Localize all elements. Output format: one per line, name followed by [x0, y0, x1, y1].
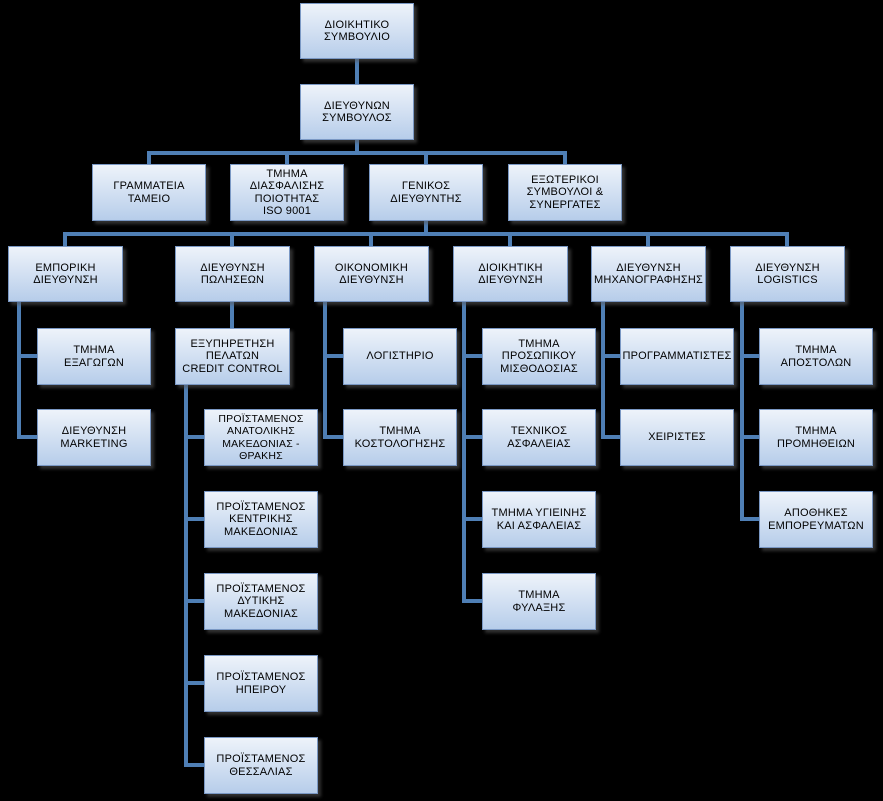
node-central-macedonia: ΠΡΟΪΣΤΑΜΕΝΟΣ ΚΕΝΤΡΙΚΗΣ ΜΑΚΕΔΟΝΙΑΣ [204, 491, 318, 548]
node-customer-service: ΕΞΥΠΗΡΕΤΗΣΗ ΠΕΛΑΤΩΝ CREDIT CONTROL [175, 328, 290, 385]
node-epirus: ΠΡΟΪΣΤΑΜΕΝΟΣ ΗΠΕΙΡΟΥ [204, 655, 318, 712]
node-general-manager: ΓΕΝΙΚΟΣ ΔΙΕΥΘΥΝΤΗΣ [369, 164, 483, 221]
node-marketing: ΔΙΕΥΘΥΝΣΗ MARKETING [37, 409, 151, 466]
node-east-macedonia: ΠΡΟΪΣΤΑΜΕΝΟΣ ΑΝΑΤΟΛΙΚΗΣ ΜΑΚΕΔΟΝΙΑΣ - ΘΡΑ… [204, 409, 318, 466]
node-financial: ΟΙΚΟΝΟΜΙΚΗ ΔΙΕΥΘΥΝΣΗ [314, 246, 429, 302]
node-thessaly: ΠΡΟΪΣΤΑΜΕΝΟΣ ΘΕΣΣΑΛΙΑΣ [204, 737, 318, 794]
node-costing: ΤΜΗΜΑ ΚΟΣΤΟΛΟΓΗΣΗΣ [343, 409, 457, 466]
node-sales: ΔΙΕΥΘΥΝΣΗ ΠΩΛΗΣΕΩΝ [175, 246, 290, 302]
node-ceo: ΔΙΕΥΘΥΝΩΝ ΣΥΜΒΟΥΛΟΣ [300, 84, 414, 140]
node-external: ΕΞΩΤΕΡΙΚΟΙ ΣΥΜΒΟΥΛΟΙ & ΣΥΝΕΡΓΑΤΕΣ [508, 164, 622, 221]
node-operators: ΧΕΙΡΙΣΤΕΣ [620, 409, 734, 466]
node-exports: ΤΜΗΜΑ ΕΞΑΓΩΓΩΝ [37, 328, 151, 385]
node-west-macedonia: ΠΡΟΪΣΤΑΜΕΝΟΣ ΔΥΤΙΚΗΣ ΜΑΚΕΔΟΝΙΑΣ [204, 573, 318, 630]
node-it: ΔΙΕΥΘΥΝΣΗ ΜΗΧΑΝΟΓΡΑΦΗΣΗΣ [591, 246, 706, 302]
node-hygiene-safety: ΤΜΗΜΑ ΥΓΙΕΙΝΗΣ ΚΑΙ ΑΣΦΑΛΕΙΑΣ [482, 491, 596, 548]
node-personnel: ΤΜΗΜΑ ΠΡΟΣΩΠΙΚΟΥ ΜΙΣΘΟΔΟΣΙΑΣ [482, 328, 596, 385]
node-programmers: ΠΡΟΓΡΑΜΜΑΤΙΣΤΕΣ [620, 328, 734, 385]
node-secretariat: ΓΡΑΜΜΑΤΕΙΑ ΤΑΜΕΙΟ [92, 164, 206, 221]
node-board: ΔΙΟΙΚΗΤΙΚΟ ΣΥΜΒΟΥΛΙΟ [300, 3, 414, 59]
node-procurement: ΤΜΗΜΑ ΠΡΟΜΗΘΕΙΩΝ [759, 409, 873, 466]
node-security: ΤΜΗΜΑ ΦΥΛΑΞΗΣ [482, 573, 596, 630]
node-shipping: ΤΜΗΜΑ ΑΠΟΣΤΟΛΩΝ [759, 328, 873, 385]
node-quality: ΤΜΗΜΑ ΔΙΑΣΦΑΛΙΣΗΣ ΠΟΙΟΤΗΤΑΣ ISO 9001 [230, 164, 344, 221]
node-warehouses: ΑΠΟΘΗΚΕΣ ΕΜΠΟΡΕΥΜΑΤΩΝ [759, 491, 873, 548]
node-technical-safety: ΤΕΧΝΙΚΟΣ ΑΣΦΑΛΕΙΑΣ [482, 409, 596, 466]
node-accounting: ΛΟΓΙΣΤΗΡΙΟ [343, 328, 457, 385]
node-logistics: ΔΙΕΥΘΥΝΣΗ LOGISTICS [730, 246, 845, 302]
node-commercial: ΕΜΠΟΡΙΚΗ ΔΙΕΥΘΥΝΣΗ [8, 246, 123, 302]
node-administrative: ΔΙΟΙΚΗΤΙΚΗ ΔΙΕΥΘΥΝΣΗ [453, 246, 568, 302]
